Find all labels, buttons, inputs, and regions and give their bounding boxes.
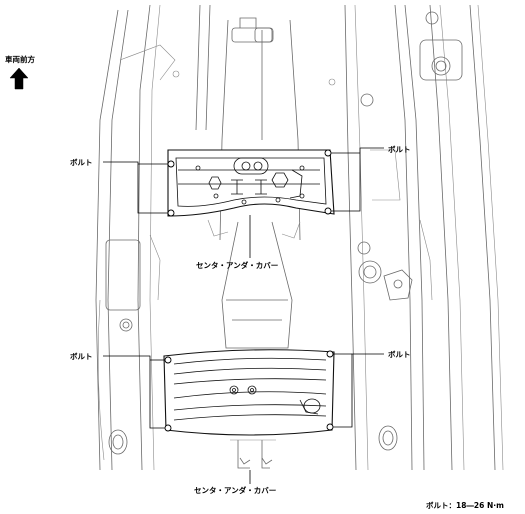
cover-label-lower: センタ・アンダ・カバー — [194, 485, 276, 495]
chassis-outline — [95, 4, 504, 471]
upper-cover-bolt-fl — [167, 160, 175, 168]
lower-cover-bolt-fl — [164, 356, 172, 364]
upper-cover-bolt-fr — [324, 149, 332, 157]
upper-cover-bolt-rl — [167, 209, 175, 217]
up-arrow-icon — [9, 67, 29, 90]
upper-cover-bolt-rr — [324, 207, 332, 215]
vehicle-front-label: 車両前方 — [5, 54, 35, 64]
lower-center-under-cover — [163, 349, 335, 436]
upper-center-under-cover — [167, 149, 335, 217]
lower-cover-bolt-rr — [326, 423, 334, 431]
torque-spec: ボルト：18―26 N·m — [426, 500, 504, 510]
bolt-label-lower-left: ボルト — [70, 351, 93, 361]
bolt-label-upper-left: ボルト — [70, 157, 93, 167]
cover-label-upper: センタ・アンダ・カバー — [196, 260, 278, 270]
lower-cover-bolt-fr — [326, 350, 334, 358]
leader-lines — [103, 147, 384, 484]
lower-cover-bolt-rl — [164, 424, 172, 432]
bolt-label-lower-right: ボルト — [388, 349, 411, 359]
vehicle-front-indicator: 車両前方 — [5, 54, 35, 90]
bolt-label-upper-right: ボルト — [388, 144, 411, 154]
